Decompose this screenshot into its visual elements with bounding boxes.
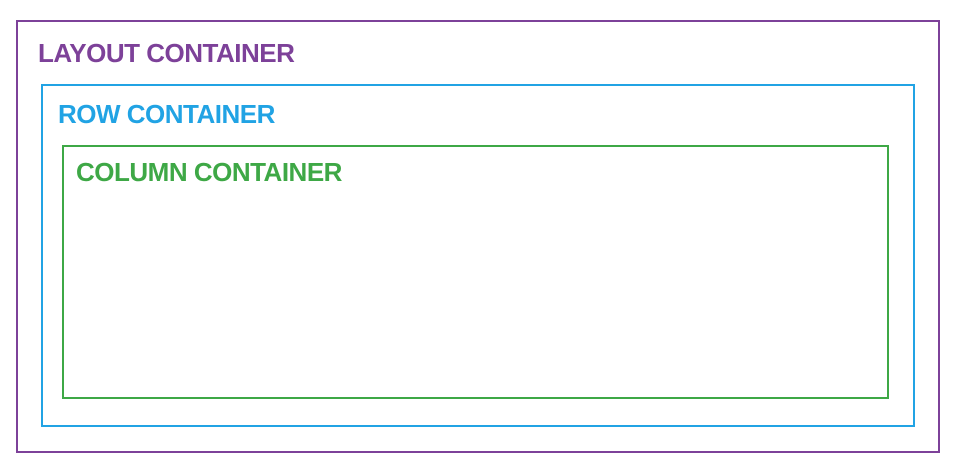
- row-container-label: ROW CONTAINER: [58, 99, 275, 129]
- column-container-label: COLUMN CONTAINER: [76, 157, 342, 187]
- layout-container-box: LAYOUT CONTAINER ROW CONTAINER COLUMN CO…: [16, 20, 940, 453]
- layout-container-label: LAYOUT CONTAINER: [38, 38, 295, 68]
- column-container-box: COLUMN CONTAINER: [62, 145, 889, 399]
- row-container-box: ROW CONTAINER COLUMN CONTAINER: [41, 84, 915, 427]
